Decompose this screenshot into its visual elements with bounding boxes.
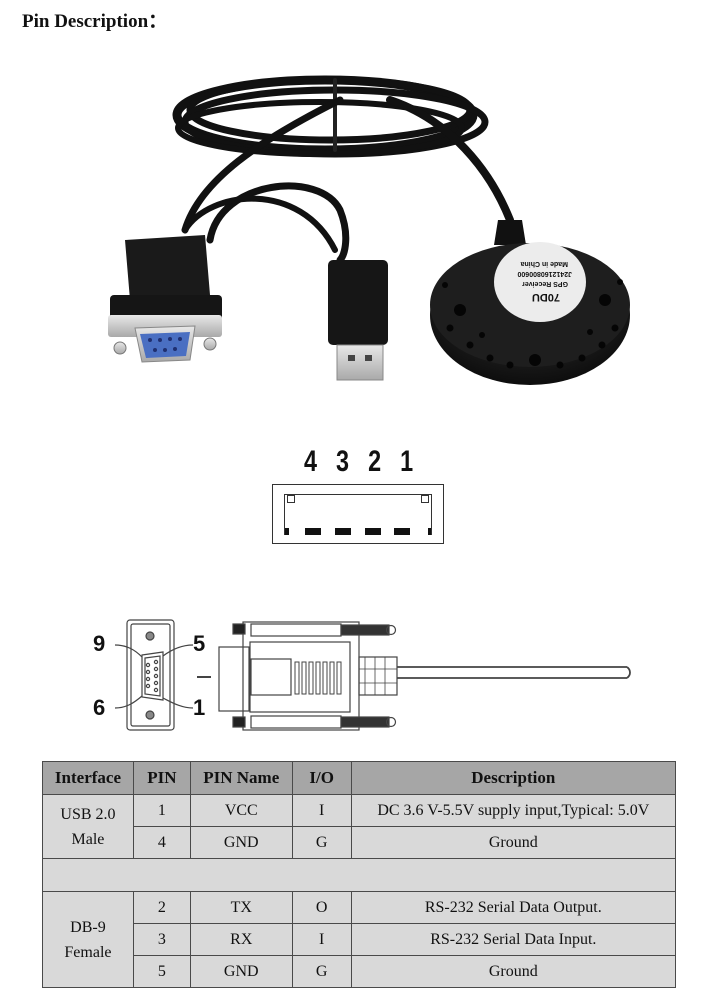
usb-pin-number: 3: [336, 445, 350, 478]
svg-text:Made in China: Made in China: [520, 260, 568, 267]
header-pin: PIN: [132, 761, 191, 795]
usb-corner-marker: [421, 495, 429, 503]
io-cell: I: [291, 923, 352, 956]
pin-name-cell: VCC: [189, 794, 293, 827]
pin-name-cell: RX: [189, 923, 293, 956]
table-row: 3 RX I RS-232 Serial Data Input.: [43, 923, 677, 956]
table-row: 5 GND G Ground: [43, 955, 677, 988]
interface-name: USB 2.0: [60, 805, 116, 823]
usb-corner-marker: [287, 495, 295, 503]
usb-pinout-diagram: 4 3 2 1: [268, 445, 448, 550]
description-cell: RS-232 Serial Data Input.: [350, 923, 677, 956]
pin-name-cell: GND: [189, 955, 293, 988]
usb-pin-numbers: 4 3 2 1: [304, 445, 413, 479]
usb-contact: [428, 528, 431, 535]
usb-pin-number: 1: [400, 445, 414, 478]
header-description: Description: [350, 761, 677, 795]
usb-contact: [394, 528, 410, 535]
cable-coil-icon: [172, 75, 514, 264]
usb-port-outline: [272, 484, 444, 544]
io-cell: G: [291, 955, 352, 988]
io-cell: G: [291, 826, 352, 859]
pin-description-table: Interface PIN PIN Name I/O Description U…: [42, 761, 677, 988]
interface-name: DB-9: [70, 918, 106, 936]
usb-contact: [335, 528, 351, 535]
pin-cell: 2: [132, 891, 191, 924]
db9-connector-icon: [108, 235, 222, 363]
db9-pinout-diagram: 9 5 6 1: [85, 612, 645, 737]
usb-pin-number: 2: [368, 445, 382, 478]
pin-cell: 1: [132, 794, 191, 827]
io-cell: I: [291, 794, 352, 827]
io-cell: O: [291, 891, 352, 924]
db9-pin-label-5: 5: [193, 631, 206, 656]
table-header-row: Interface PIN PIN Name I/O Description: [42, 761, 677, 795]
db9-pin-label-1: 1: [193, 695, 206, 720]
usb-pin-number: 4: [304, 445, 318, 478]
product-photo: 70DU GPS Receiver J2412160800600 Made in…: [108, 75, 630, 385]
pin-cell: 4: [132, 826, 191, 859]
header-pin-name: PIN Name: [189, 761, 293, 795]
description-cell: DC 3.6 V-5.5V supply input,Typical: 5.0V: [350, 794, 677, 827]
pin-cell: 5: [132, 955, 191, 988]
header-io: I/O: [291, 761, 352, 795]
table-spacer-row: [42, 858, 676, 892]
interface-cell-usb: USB 2.0 Male: [42, 794, 134, 859]
usb-connector-icon: [328, 260, 388, 381]
pin-cell: 3: [132, 923, 191, 956]
interface-gender: Male: [71, 830, 105, 848]
pin-name-cell: TX: [189, 891, 293, 924]
spacer-cell: [42, 858, 676, 892]
usb-port-inner: [284, 494, 432, 535]
page-title: Pin Description：: [22, 11, 168, 32]
pin-name-cell: GND: [189, 826, 293, 859]
db9-pin-label-9: 9: [93, 631, 106, 656]
table-row: 4 GND G Ground: [43, 826, 677, 859]
description-cell: RS-232 Serial Data Output.: [350, 891, 677, 924]
description-cell: Ground: [350, 955, 677, 988]
svg-text:J2412160800600: J2412160800600: [517, 270, 572, 277]
interface-cell-db9: DB-9 Female: [42, 891, 134, 988]
header-interface: Interface: [42, 761, 134, 795]
interface-gender: Female: [64, 943, 112, 961]
db9-drawing: [114, 619, 631, 731]
table-row: DB-9 Female 2 TX O RS-232 Serial Data Ou…: [42, 891, 677, 988]
usb-contact: [285, 528, 289, 535]
usb-contact: [305, 528, 321, 535]
db9-pin-label-6: 6: [93, 695, 106, 720]
svg-text:GPS Receiver: GPS Receiver: [522, 280, 568, 287]
usb-contact: [365, 528, 381, 535]
table-row: USB 2.0 Male 1 VCC I DC 3.6 V-5.5V suppl…: [42, 794, 677, 859]
svg-text:70DU: 70DU: [532, 291, 560, 303]
gps-receiver-icon: 70DU GPS Receiver J2412160800600 Made in…: [430, 220, 630, 385]
description-cell: Ground: [350, 826, 677, 859]
